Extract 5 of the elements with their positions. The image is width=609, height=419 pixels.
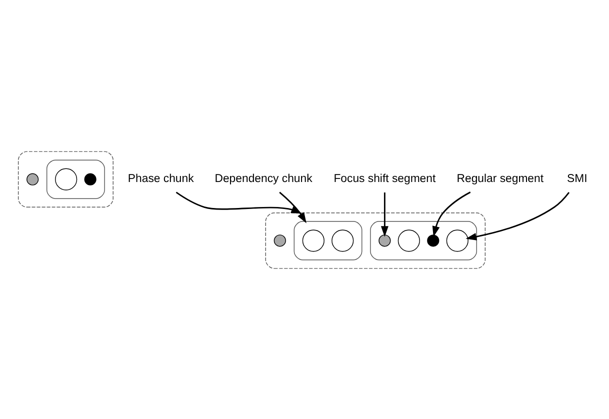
node-text: SMI	[567, 172, 588, 185]
node-text: Regular segment	[456, 172, 544, 185]
node-text: Focus shift segment	[334, 172, 436, 185]
node-text: Phase chunk	[128, 172, 194, 185]
node-text: Dependency chunk	[214, 172, 312, 185]
